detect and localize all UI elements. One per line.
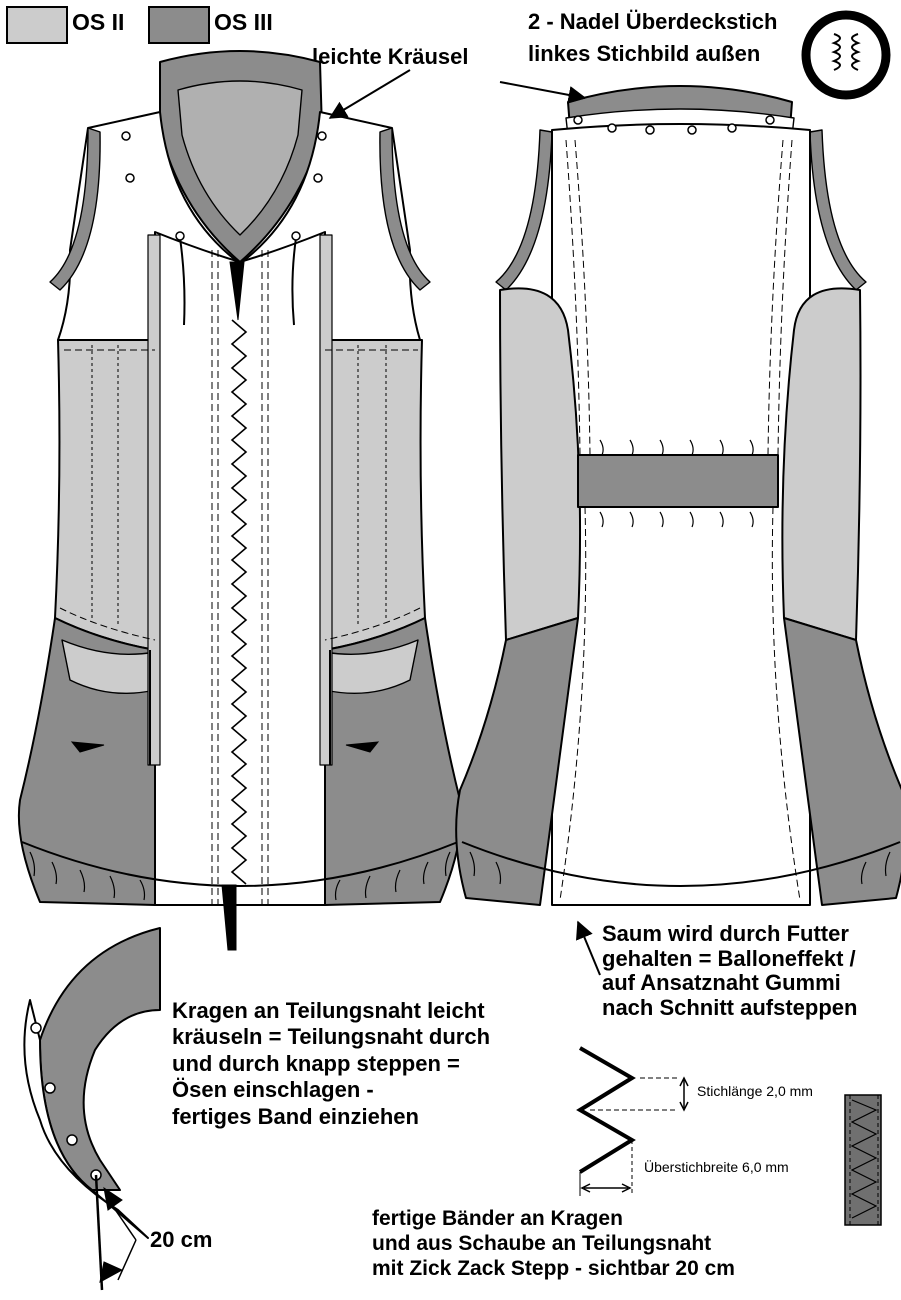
back-lower-right [783, 617, 901, 906]
collar-note-line: und durch knapp steppen = [172, 1050, 460, 1076]
front-cords [149, 237, 331, 765]
front-armhole-right [379, 127, 431, 291]
front-placket-right [319, 234, 333, 766]
label-coverstitch-1: 2 - Nadel Überdeckstich [528, 9, 778, 34]
front-hem-gathers [29, 851, 451, 901]
legend-label-os3: OS III [214, 9, 273, 35]
back-side-right [781, 287, 862, 641]
bottom-note-line: mit Zick Zack Stepp - sichtbar 20 cm [372, 1257, 735, 1281]
collar-note-line: kräuseln = Teilungsnaht durch [172, 1024, 491, 1050]
collar-note-line: fertiges Band einziehen [172, 1103, 419, 1129]
back-view [455, 85, 901, 906]
hem-note-line: nach Schnitt aufsteppen [602, 994, 858, 1020]
back-eyelets [573, 115, 775, 135]
front-arrows [70, 261, 380, 951]
bottom-note: fertige Bänder an Kragen und aus Schaube… [372, 1206, 735, 1282]
collar-detail-band [23, 999, 149, 1239]
front-view [17, 50, 463, 906]
front-side-right [324, 339, 426, 651]
legend-label-os2: OS II [72, 9, 125, 35]
hem-note-line: Saum wird durch Futter [602, 921, 849, 946]
leader-arrows [328, 69, 601, 976]
bottom-note-line: und aus Schaube an Teilungsnaht [372, 1232, 712, 1256]
collar-detail-eyelets [30, 1022, 102, 1181]
back-side-left [499, 287, 582, 641]
collar-detail-arrows [99, 1186, 124, 1283]
legend-swatch-os2 [6, 6, 68, 44]
front-shirring [91, 345, 387, 625]
back-gathers [469, 439, 891, 885]
front-center [154, 231, 326, 906]
back-body [551, 123, 811, 906]
front-placket-left [147, 234, 161, 766]
collar-detail-cord [94, 1174, 137, 1291]
label-coverstitch-2: linkes Stichbild außen [528, 41, 761, 66]
hem-note: Saum wird durch Futter gehalten = Ballon… [602, 921, 858, 1021]
front-collar-inner [177, 80, 303, 236]
front-zigzag [230, 319, 248, 885]
front-side-left [54, 339, 156, 651]
back-waistband [577, 454, 779, 508]
collar-note-line: Kragen an Teilungsnaht leicht [172, 998, 485, 1023]
zigzag-swatch-icon [844, 1094, 882, 1226]
back-armhole-left [495, 129, 553, 291]
label-stitch-length: Stichlänge 2,0 mm [697, 1083, 813, 1099]
back-armhole-right [809, 129, 867, 291]
front-details [59, 250, 421, 905]
front-eyelets [121, 131, 327, 241]
front-hem [21, 841, 459, 887]
front-armhole-left [49, 127, 101, 291]
collar-detail [23, 927, 161, 1239]
back-hem [461, 841, 901, 887]
collar-note: Kragen an Teilungsnaht leicht kräuseln =… [172, 998, 490, 1130]
back-lower-left [455, 617, 579, 906]
label-stitch-width: Überstichbreite 6,0 mm [644, 1159, 789, 1175]
zigzag-diagram-icon [576, 1046, 689, 1196]
coverstitch-symbol-icon [801, 10, 891, 100]
label-light-gather: leichte Kräusel [312, 44, 469, 69]
hem-note-line: auf Ansatznaht Gummi [602, 970, 841, 996]
back-details [559, 139, 801, 901]
collar-note-line: Ösen einschlagen - [172, 1077, 374, 1103]
legend-swatch-os3 [148, 6, 210, 44]
hem-note-line: gehalten = Balloneffekt / [602, 945, 856, 971]
bottom-note-line: fertige Bänder an Kragen [372, 1207, 623, 1230]
label-cord-length: 20 cm [150, 1227, 213, 1252]
